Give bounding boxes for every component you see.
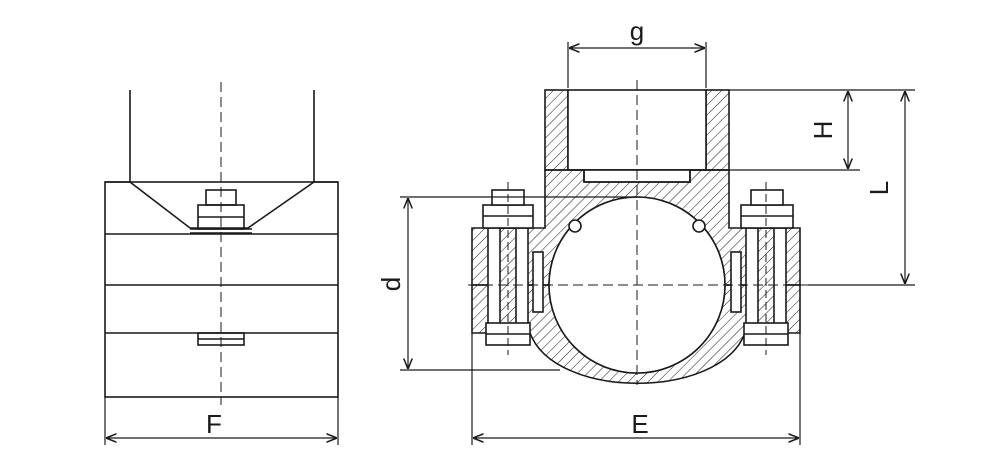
side-view bbox=[104, 82, 339, 405]
dimension-L-label: L bbox=[864, 181, 894, 195]
dimension-d-label: d bbox=[376, 277, 406, 291]
outlet-wall-left bbox=[544, 89, 569, 171]
dimension-H bbox=[706, 89, 860, 171]
side-view-saddle-taper bbox=[129, 181, 315, 229]
dimension-g-label: g bbox=[630, 16, 644, 46]
dimension-E-label: E bbox=[631, 409, 648, 439]
dimension-H-label: H bbox=[808, 121, 838, 140]
dimension-F bbox=[104, 397, 339, 445]
dimension-d bbox=[400, 196, 637, 371]
dimension-F-label: F bbox=[206, 409, 222, 439]
outlet-wall-right bbox=[705, 89, 730, 171]
side-view-body bbox=[104, 181, 339, 398]
dimension-g bbox=[567, 42, 707, 88]
dimension-E bbox=[471, 333, 801, 445]
dimension-L bbox=[808, 89, 915, 286]
section-view bbox=[468, 80, 808, 385]
